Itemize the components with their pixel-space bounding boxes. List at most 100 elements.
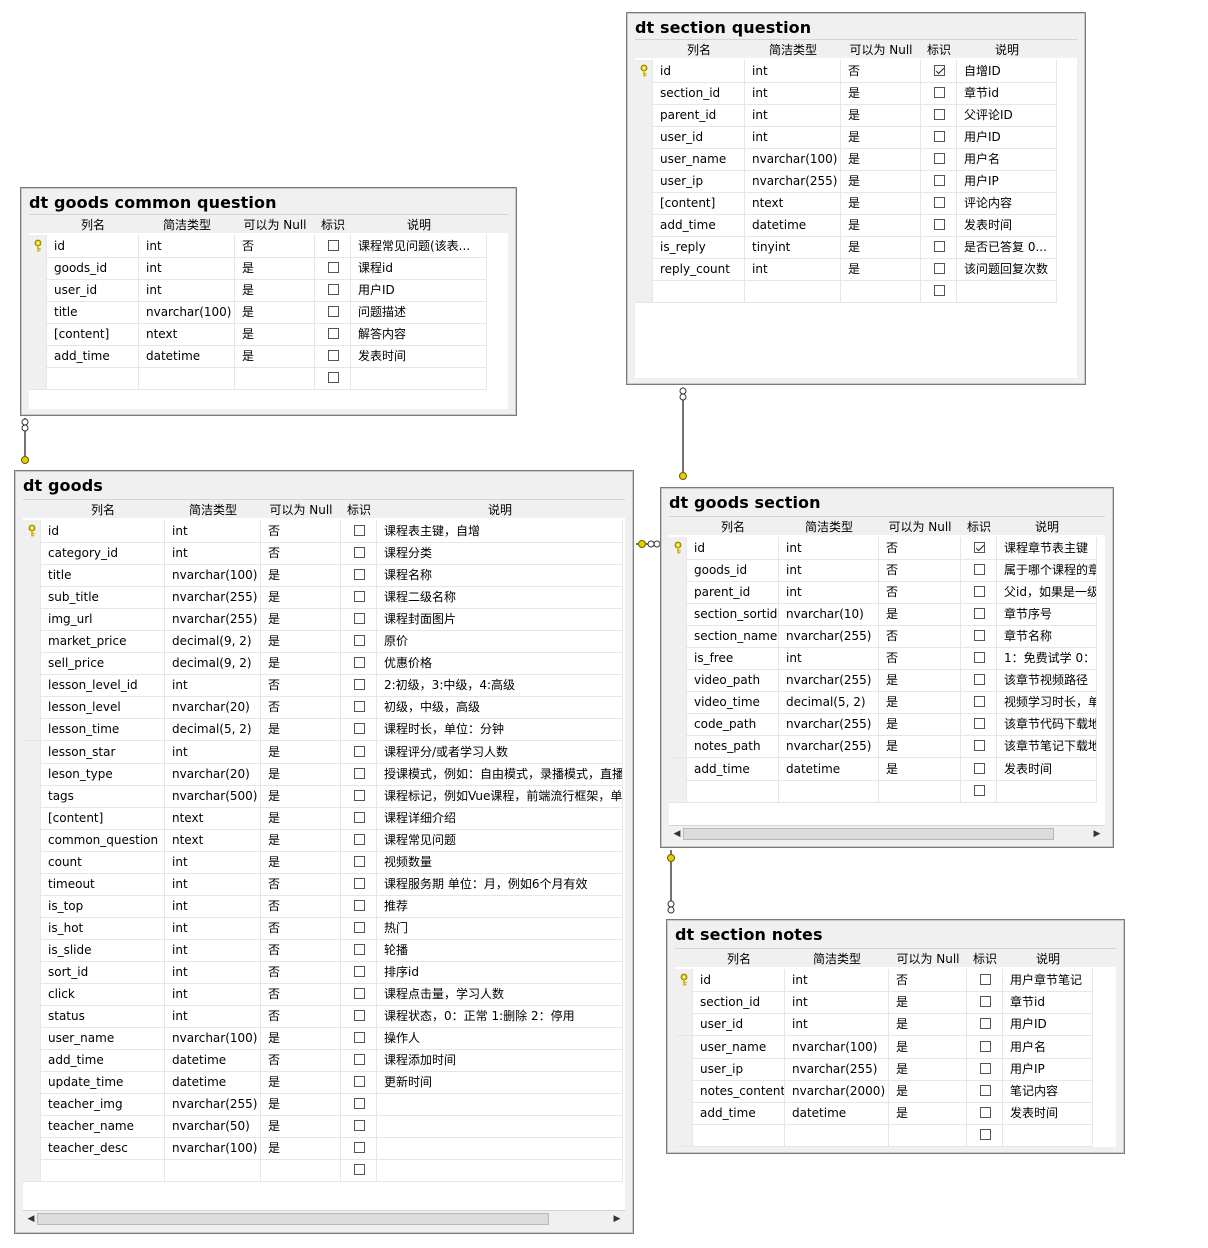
column-type[interactable] — [779, 779, 879, 802]
scroll-right-icon[interactable]: ▶ — [613, 1214, 621, 1224]
column-description[interactable]: 课程表主键，自增 — [377, 520, 623, 542]
identity-cell[interactable] — [341, 850, 377, 873]
column-nullable[interactable]: 是 — [889, 1080, 967, 1102]
row-selector[interactable] — [29, 235, 47, 257]
identity-cell[interactable] — [921, 280, 957, 302]
row-selector[interactable] — [669, 625, 687, 648]
identity-checkbox[interactable] — [354, 988, 365, 1000]
row-selector[interactable] — [23, 961, 41, 983]
column-name[interactable]: [content] — [41, 806, 165, 829]
column-nullable[interactable]: 是 — [879, 669, 961, 692]
row-selector[interactable] — [675, 1013, 693, 1036]
column-nullable[interactable]: 否 — [261, 674, 341, 697]
column-name[interactable]: add_time — [693, 1102, 785, 1125]
column-name[interactable]: lesson_level_id — [41, 674, 165, 697]
row-selector[interactable] — [23, 674, 41, 697]
identity-cell[interactable] — [341, 1049, 377, 1072]
column-description[interactable] — [377, 1093, 623, 1116]
column-type[interactable] — [745, 280, 841, 302]
column-nullable[interactable]: 否 — [879, 559, 961, 582]
column-name[interactable]: is_hot — [41, 916, 165, 939]
column-name[interactable]: notes_path — [687, 735, 779, 758]
identity-checkbox[interactable] — [974, 740, 985, 752]
column-type[interactable]: nvarchar(100) — [785, 1035, 889, 1058]
identity-cell[interactable] — [341, 828, 377, 851]
column-type[interactable]: int — [779, 559, 879, 582]
identity-cell[interactable] — [341, 1027, 377, 1050]
column-type[interactable]: int — [745, 104, 841, 126]
identity-checkbox[interactable] — [934, 87, 945, 98]
column-name[interactable]: user_ip — [653, 170, 745, 192]
column-nullable[interactable]: 是 — [261, 806, 341, 829]
identity-cell[interactable] — [341, 1093, 377, 1116]
identity-cell[interactable] — [961, 559, 997, 582]
identity-cell[interactable] — [967, 1102, 1003, 1125]
column-name[interactable]: [content] — [47, 323, 139, 345]
column-nullable[interactable]: 是 — [841, 236, 921, 258]
column-name[interactable]: tags — [41, 784, 165, 807]
row-selector[interactable] — [23, 938, 41, 961]
column-type[interactable]: nvarchar(255) — [785, 1057, 889, 1080]
column-type[interactable] — [785, 1124, 889, 1147]
identity-checkbox[interactable] — [354, 1120, 365, 1132]
row-selector[interactable] — [675, 1035, 693, 1058]
column-nullable[interactable]: 是 — [889, 1102, 967, 1125]
identity-cell[interactable] — [341, 916, 377, 939]
row-selector[interactable] — [635, 170, 653, 192]
row-selector[interactable] — [23, 894, 41, 917]
column-type[interactable]: decimal(5, 2) — [165, 718, 261, 741]
row-selector[interactable] — [635, 148, 653, 170]
identity-cell[interactable] — [341, 564, 377, 587]
column-description[interactable]: 解答内容 — [351, 323, 487, 345]
column-nullable[interactable]: 是 — [841, 148, 921, 170]
column-nullable[interactable]: 否 — [261, 696, 341, 719]
column-nullable[interactable]: 是 — [261, 652, 341, 675]
column-description[interactable]: 初级，中级，高级 — [377, 696, 623, 719]
column-description[interactable]: 笔记内容 — [1003, 1080, 1093, 1102]
identity-cell[interactable] — [341, 586, 377, 609]
row-selector[interactable] — [635, 104, 653, 126]
column-type[interactable]: int — [165, 916, 261, 939]
identity-cell[interactable] — [961, 603, 997, 626]
column-name[interactable]: is_top — [41, 894, 165, 917]
identity-checkbox[interactable] — [354, 1076, 365, 1088]
row-selector[interactable] — [23, 1005, 41, 1028]
column-name[interactable]: sort_id — [41, 961, 165, 983]
column-name[interactable]: lesson_time — [41, 718, 165, 741]
identity-checkbox[interactable] — [974, 718, 985, 730]
column-nullable[interactable]: 是 — [879, 691, 961, 714]
column-type[interactable]: nvarchar(255) — [745, 170, 841, 192]
column-description[interactable]: 课程常见问题(该表... — [351, 235, 487, 257]
identity-cell[interactable] — [341, 696, 377, 719]
column-nullable[interactable]: 否 — [261, 938, 341, 961]
column-description[interactable]: 课程二级名称 — [377, 586, 623, 609]
identity-cell[interactable] — [341, 894, 377, 917]
identity-cell[interactable] — [341, 652, 377, 675]
column-nullable[interactable]: 否 — [889, 969, 967, 991]
identity-cell[interactable] — [961, 713, 997, 736]
identity-checkbox[interactable] — [980, 1062, 991, 1074]
column-nullable[interactable] — [889, 1124, 967, 1147]
column-description[interactable]: 用户IP — [1003, 1057, 1093, 1080]
column-nullable[interactable]: 是 — [841, 192, 921, 214]
column-description[interactable] — [351, 367, 487, 389]
identity-checkbox[interactable] — [354, 701, 365, 713]
table-row[interactable] — [669, 779, 1097, 803]
column-description[interactable]: 用户名 — [957, 148, 1057, 170]
column-description[interactable] — [1003, 1124, 1093, 1147]
column-nullable[interactable]: 否 — [879, 581, 961, 604]
column-description[interactable]: 更新时间 — [377, 1071, 623, 1094]
column-description[interactable]: 评论内容 — [957, 192, 1057, 214]
column-description[interactable]: 课程常见问题 — [377, 828, 623, 851]
identity-checkbox[interactable] — [934, 285, 945, 296]
identity-checkbox[interactable] — [934, 175, 945, 186]
